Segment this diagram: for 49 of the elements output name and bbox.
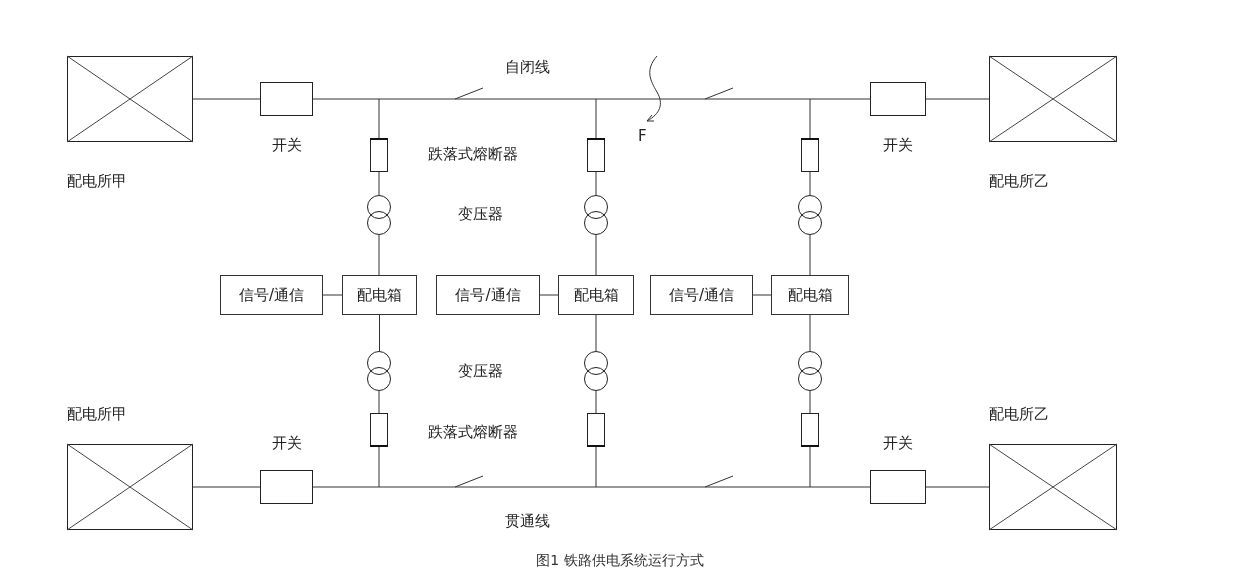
wire [595, 314, 597, 352]
wire [925, 98, 990, 100]
fault-label: F [638, 127, 647, 145]
caption: 图1 铁路供电系统运行方式 [535, 552, 705, 570]
switch-label: 开关 [883, 136, 913, 154]
signal-box: 信号/通信 [220, 275, 323, 315]
wire [539, 294, 559, 296]
distribution-box: 配电箱 [342, 275, 417, 315]
wire [378, 390, 380, 414]
component-label: 跌落式熔断器 [428, 423, 518, 441]
wire [379, 314, 380, 352]
switch-label: 开关 [883, 434, 913, 452]
wire [809, 234, 811, 276]
wire [809, 390, 811, 414]
wire [925, 486, 990, 488]
distribution-box: 配电箱 [771, 275, 849, 315]
wire [595, 446, 597, 488]
substation-label: 配电所乙 [989, 405, 1049, 423]
line-name: 自闭线 [505, 58, 550, 76]
wire [809, 314, 811, 352]
wire [378, 234, 380, 276]
wire [595, 390, 597, 414]
wire [322, 294, 343, 296]
component-label: 变压器 [458, 205, 503, 223]
wire [595, 171, 597, 196]
signal-box: 信号/通信 [436, 275, 540, 315]
switch-label: 开关 [271, 434, 302, 452]
wire [378, 446, 380, 488]
substation-label: 配电所乙 [989, 172, 1049, 190]
wire [192, 486, 261, 488]
wire [378, 171, 380, 196]
wire [809, 446, 811, 488]
wire [809, 98, 811, 139]
component-label: 跌落式熔断器 [428, 145, 518, 163]
distribution-box: 配电箱 [558, 275, 634, 315]
wire [595, 98, 597, 139]
substation-label: 配电所甲 [67, 172, 127, 190]
wire [595, 234, 597, 276]
wire [192, 98, 261, 100]
signal-box: 信号/通信 [650, 275, 753, 315]
wire [752, 294, 772, 296]
switch-label: 开关 [271, 136, 302, 154]
line-name: 贯通线 [505, 512, 550, 530]
substation-label: 配电所甲 [67, 405, 127, 423]
component-label: 变压器 [458, 362, 503, 380]
wire [312, 98, 871, 100]
wire [378, 98, 380, 139]
wire [312, 486, 871, 488]
wire [809, 171, 811, 196]
